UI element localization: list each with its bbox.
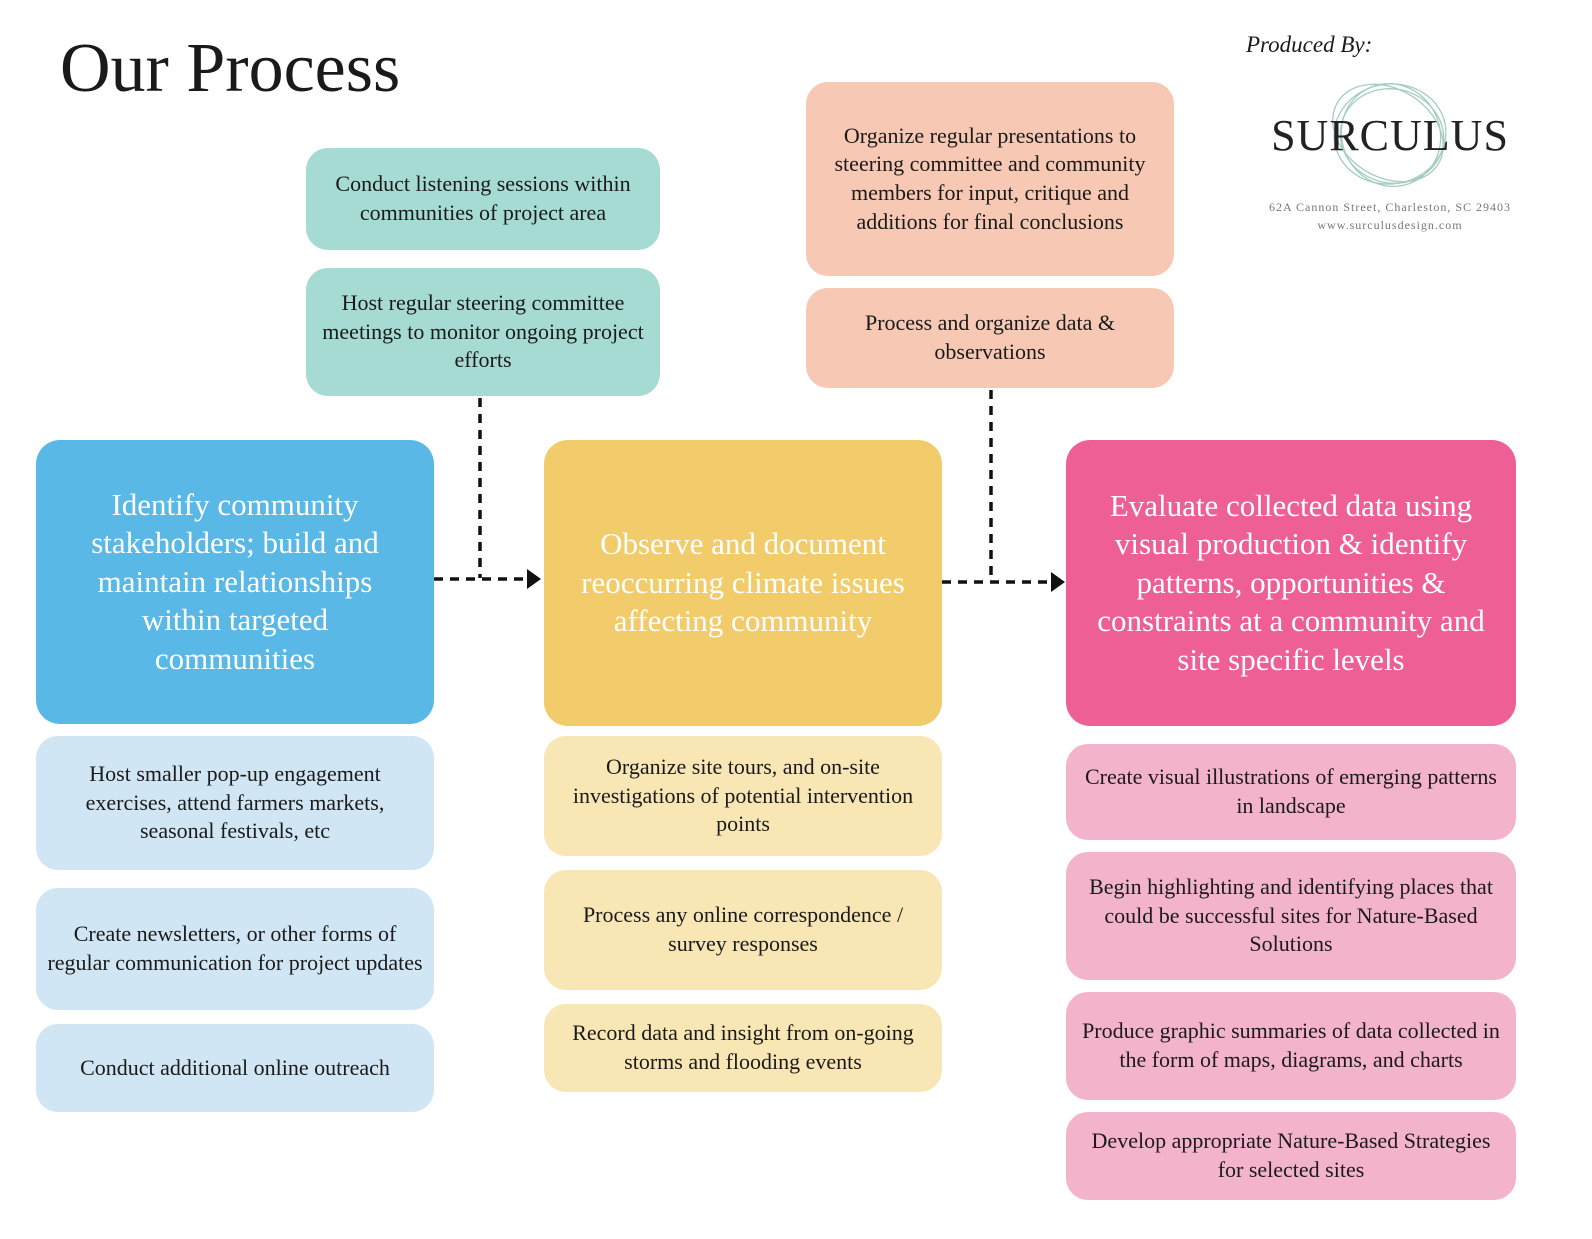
arrowhead-step2 xyxy=(527,569,541,589)
step-evaluate-data: Evaluate collected data using visual pro… xyxy=(1066,440,1516,726)
presentations-note: Organize regular presentations to steeri… xyxy=(806,82,1174,276)
arrowhead-step3 xyxy=(1051,572,1065,592)
logo-wordmark: SURCULUS xyxy=(1271,111,1509,160)
logo-website: www.surculusdesign.com xyxy=(1317,218,1463,232)
step-identify-stakeholders: Identify community stakeholders; build a… xyxy=(36,440,434,724)
process-data-note: Process and organize data & observations xyxy=(806,288,1174,388)
task-highlight-sites: Begin highlighting and identifying place… xyxy=(1066,852,1516,980)
task-online-correspondence: Process any online correspondence / surv… xyxy=(544,870,942,990)
produced-by-label: Produced By: xyxy=(1246,32,1373,57)
wreath-icon xyxy=(1332,82,1447,188)
surculus-logo: SURCULUS 62A Cannon Street, Charleston, … xyxy=(1240,76,1540,246)
task-nature-based-strategies: Develop appropriate Nature-Based Strateg… xyxy=(1066,1112,1516,1200)
listening-sessions-note: Conduct listening sessions within commun… xyxy=(306,148,660,250)
task-graphic-summaries: Produce graphic summaries of data collec… xyxy=(1066,992,1516,1100)
task-site-tours: Organize site tours, and on-site investi… xyxy=(544,736,942,856)
task-popup-engagement: Host smaller pop-up engagement exercises… xyxy=(36,736,434,870)
page-title: Our Process xyxy=(60,30,401,107)
task-online-outreach: Conduct additional online outreach xyxy=(36,1024,434,1112)
steering-meetings-note: Host regular steering committee meetings… xyxy=(306,268,660,396)
task-record-storm-data: Record data and insight from on-going st… xyxy=(544,1004,942,1092)
task-newsletters: Create newsletters, or other forms of re… xyxy=(36,888,434,1010)
task-visual-illustrations: Create visual illustrations of emerging … xyxy=(1066,744,1516,840)
step-observe-document: Observe and document reoccurring climate… xyxy=(544,440,942,726)
logo-address: 62A Cannon Street, Charleston, SC 29403 xyxy=(1269,200,1511,214)
